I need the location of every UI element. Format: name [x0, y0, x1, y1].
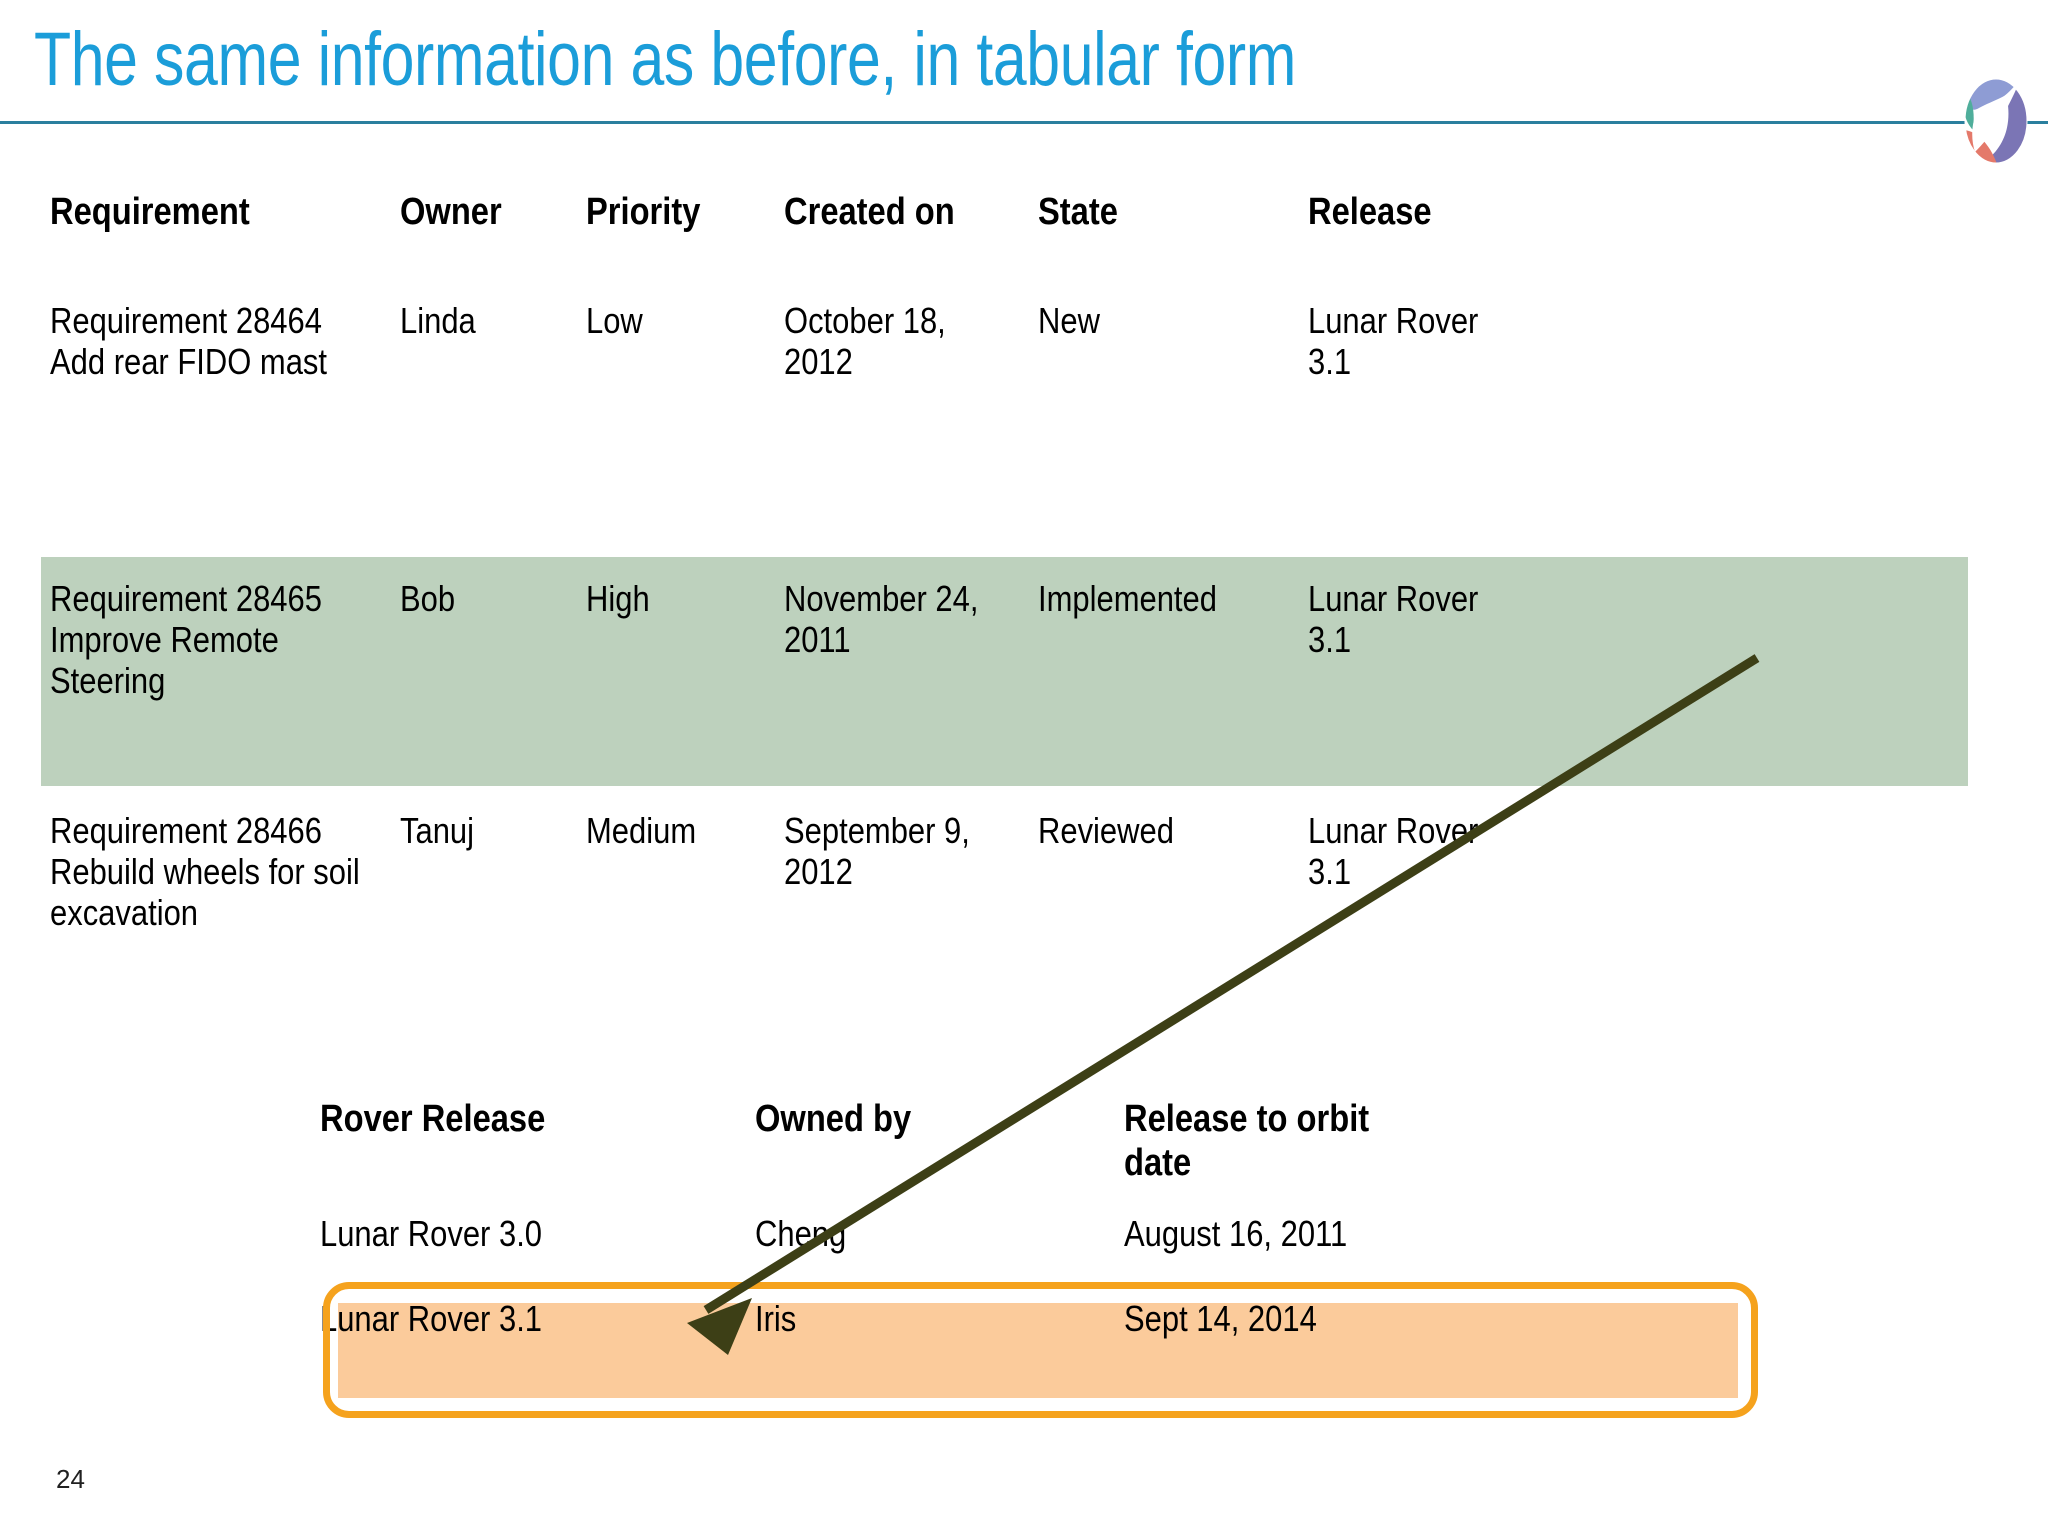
req-cell-priority: High — [586, 578, 650, 619]
page-title: The same information as before, in tabul… — [34, 17, 1296, 102]
req-cell-state: Reviewed — [1038, 810, 1174, 851]
rel-header-rover-release: Rover Release — [320, 1098, 546, 1140]
req-cell-release: Lunar Rover 3.1 — [1308, 578, 1479, 660]
rel-header-owned-by: Owned by — [755, 1098, 912, 1140]
req-cell-priority: Low — [586, 300, 643, 341]
req-header-created-on: Created on — [784, 191, 955, 233]
rel-cell-owned-by: Cheng — [755, 1213, 847, 1254]
req-cell-created-on: November 24, 2011 — [784, 578, 979, 660]
req-cell-owner: Bob — [400, 578, 456, 619]
company-swirl-logo — [1963, 78, 2029, 164]
req-cell-release: Lunar Rover 3.1 — [1308, 300, 1479, 382]
rel-cell-rover-release: Lunar Rover 3.1 — [320, 1298, 543, 1339]
rel-header-release-to-orbit-date: Release to orbit date — [1124, 1098, 1370, 1184]
req-header-priority: Priority — [586, 191, 701, 233]
req-cell-requirement: Requirement 28464 Add rear FIDO mast — [50, 300, 328, 382]
req-header-release: Release — [1308, 191, 1432, 233]
req-header-state: State — [1038, 191, 1118, 233]
req-cell-state: New — [1038, 300, 1100, 341]
rel-cell-rover-release: Lunar Rover 3.0 — [320, 1213, 543, 1254]
req-cell-owner: Linda — [400, 300, 476, 341]
req-cell-owner: Tanuj — [400, 810, 475, 851]
req-cell-requirement: Requirement 28465 Improve Remote Steerin… — [50, 578, 322, 701]
callout-outline-orange — [323, 1282, 1758, 1418]
highlight-band-orange — [338, 1303, 1738, 1398]
req-cell-release: Lunar Rover 3.1 — [1308, 810, 1479, 892]
page-number: 24 — [56, 1464, 85, 1494]
req-cell-requirement: Requirement 28466 Rebuild wheels for soi… — [50, 810, 360, 933]
req-header-requirement: Requirement — [50, 191, 250, 233]
req-cell-created-on: October 18, 2012 — [784, 300, 946, 382]
req-header-owner: Owner — [400, 191, 502, 233]
rel-cell-release-to-orbit-date: August 16, 2011 — [1124, 1213, 1348, 1254]
title-divider — [0, 121, 2048, 124]
req-cell-created-on: September 9, 2012 — [784, 810, 970, 892]
req-cell-state: Implemented — [1038, 578, 1217, 619]
req-cell-priority: Medium — [586, 810, 697, 851]
